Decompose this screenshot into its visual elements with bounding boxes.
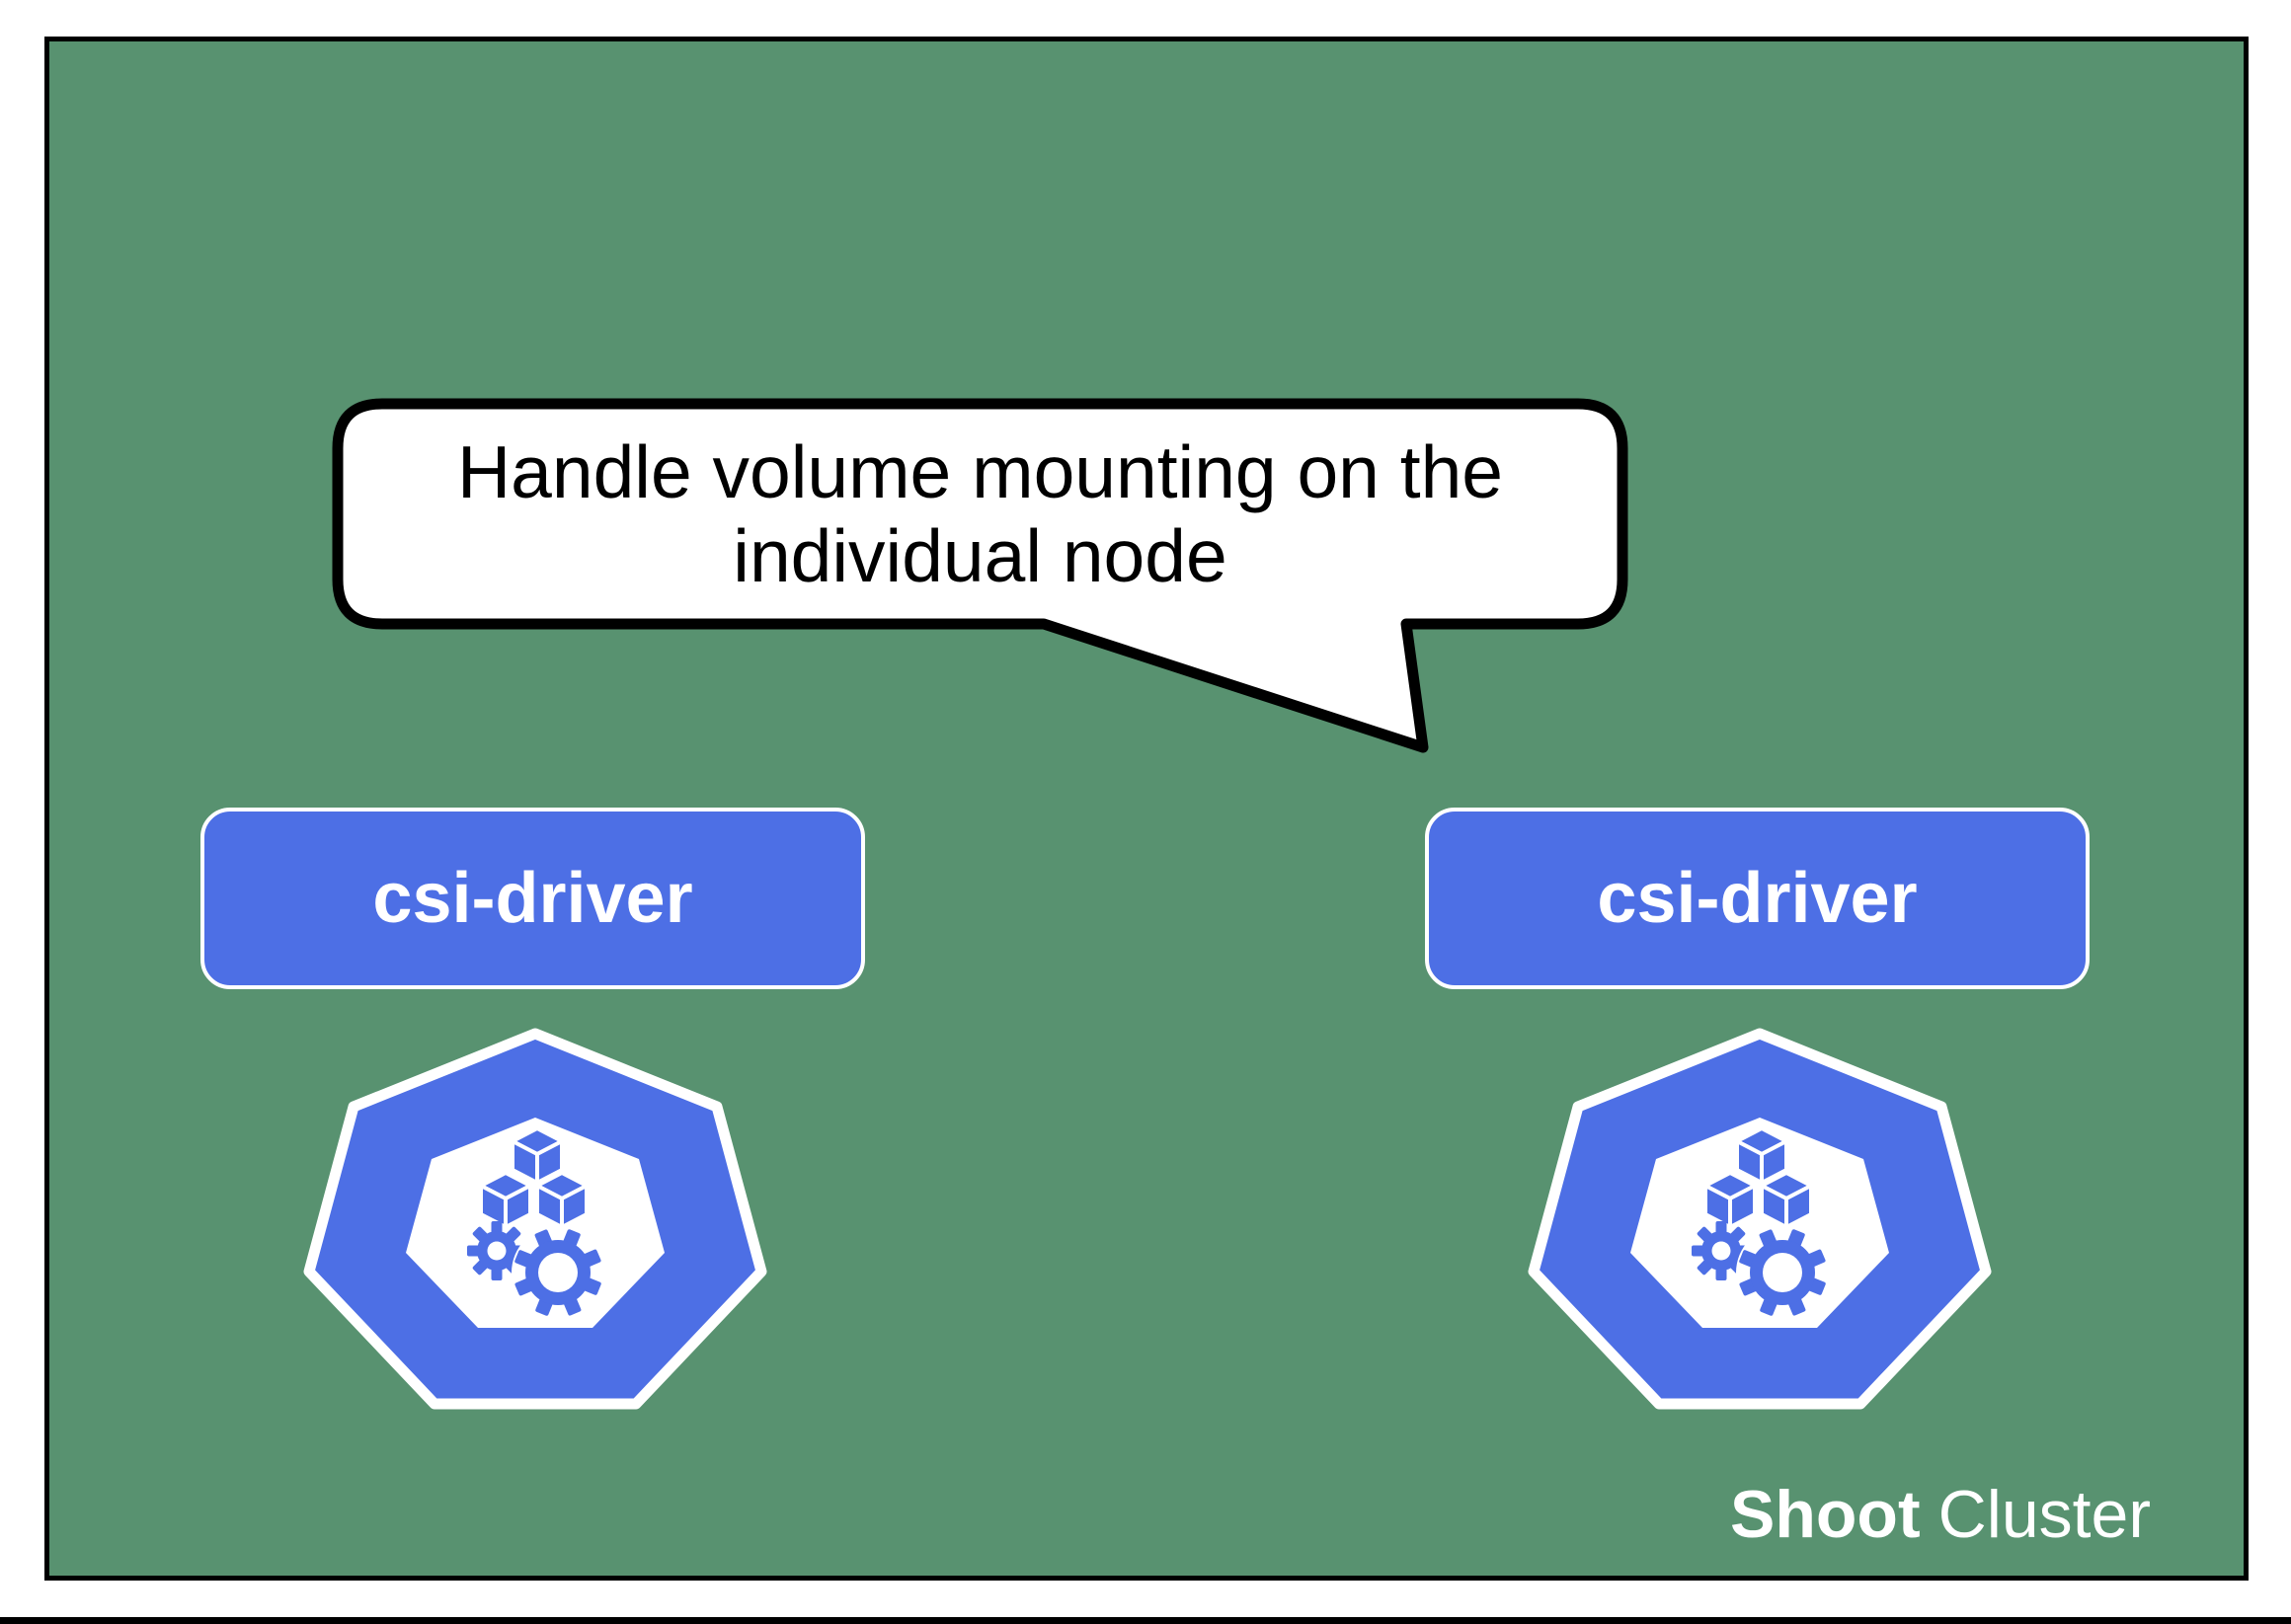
speech-bubble-line-1: Handle volume mounting on the xyxy=(456,429,1503,513)
csi-driver-node-left: csi-driver xyxy=(200,808,865,989)
cluster-name-regular: Cluster xyxy=(1937,1477,2151,1552)
bottom-border-bar xyxy=(0,1617,2291,1624)
kubernetes-node-icon xyxy=(298,1026,772,1431)
speech-bubble-text: Handle volume mounting on the individual… xyxy=(338,404,1622,624)
csi-driver-label-left: csi-driver xyxy=(372,859,693,938)
cluster-name-bold: Shoot xyxy=(1729,1477,1921,1552)
speech-bubble-line-2: individual node xyxy=(733,513,1227,597)
csi-driver-node-right: csi-driver xyxy=(1425,808,2090,989)
csi-driver-label-right: csi-driver xyxy=(1597,859,1918,938)
kubernetes-node-icon xyxy=(1523,1026,1997,1431)
